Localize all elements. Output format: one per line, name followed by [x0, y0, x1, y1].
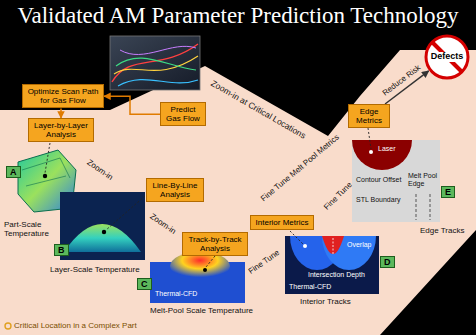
diagram-title: Validated AM Parameter Prediction Techno… [17, 3, 458, 28]
track-caption: Edge Tracks [420, 226, 464, 235]
edge-frame [352, 140, 440, 222]
interior-frame [285, 236, 379, 294]
critical-location-marker [5, 323, 11, 329]
interior-tracks-image [285, 236, 379, 294]
leader-line [368, 128, 371, 149]
layer-frame [60, 192, 145, 260]
gas-flow-frame [110, 36, 200, 90]
process-box: Edge Metrics [348, 104, 390, 128]
track-caption: Interior Tracks [300, 297, 351, 306]
track-pool [322, 236, 376, 270]
panel-letter: B [54, 244, 69, 256]
node-text: Layer-by-Layer Analysis [32, 121, 90, 139]
flow-streak [116, 58, 196, 70]
process-box: Optimize Scan Path for Gas Flow [22, 84, 104, 108]
metric-label: STL Boundary [356, 196, 401, 204]
flow-streak [120, 46, 196, 54]
leader-line [206, 256, 215, 267]
layer-dome [64, 224, 141, 252]
no-entry-circle [426, 36, 468, 78]
depth-marker [333, 238, 334, 254]
critical-dot [303, 244, 307, 248]
model-label: Thermal-CFD [155, 290, 197, 298]
critical-dot [203, 268, 207, 272]
panel-letter: D [380, 256, 395, 268]
node-text: Track-by-Track Analysis [186, 235, 244, 253]
critical-dot [43, 174, 47, 178]
node-text: Optimize Scan Path for Gas Flow [26, 87, 100, 105]
flow-arrow [60, 108, 62, 118]
process-box: Interior Metrics [250, 215, 314, 230]
critical-dot [369, 150, 373, 154]
metric-label: Melt Pool Edge [408, 172, 440, 188]
process-box: Layer-by-Layer Analysis [28, 118, 94, 142]
node-text: Line-By-Line Analysis [150, 181, 200, 199]
edge-tracks-image [352, 140, 440, 222]
panel-letter: A [6, 166, 21, 178]
edge-pool [352, 140, 412, 170]
metric-label: Intersection Depth [308, 271, 365, 279]
panel-letter: C [137, 278, 152, 290]
process-box: Predict Gas Flow [160, 102, 206, 126]
part-edge [22, 158, 70, 186]
boundary-line [430, 194, 431, 220]
leader-lines [45, 128, 371, 267]
process-band [0, 50, 476, 335]
gas-flow-image [110, 36, 200, 90]
boundary-line [416, 194, 417, 220]
leader-line [106, 196, 145, 230]
leader-line [290, 231, 303, 244]
scale-caption: Melt-Pool Scale Temperature [150, 306, 253, 315]
layer-scale-image [60, 192, 145, 260]
node-text: Edge Metrics [352, 107, 386, 125]
model-label: Thermal-CFD [289, 283, 331, 291]
node-text: Interior Metrics [254, 218, 310, 227]
scale-caption: Layer-Scale Temperature [50, 265, 140, 274]
flow-streak [112, 44, 198, 82]
leader-line [45, 143, 50, 173]
flow-streak [118, 80, 198, 86]
metric-label: Laser [378, 145, 396, 153]
melt-pool-image [150, 252, 245, 303]
metric-label: Contour Offset [356, 176, 401, 184]
metric-label: Overlap [347, 241, 372, 249]
legend-note: Critical Location in a Complex Part [14, 321, 137, 330]
scale-caption: Part-Scale Temperature [4, 220, 58, 238]
process-box: Line-By-Line Analysis [146, 178, 204, 202]
panel-letter: E [441, 186, 455, 198]
process-box: Track-by-Track Analysis [182, 232, 248, 256]
flow-streak [114, 56, 198, 74]
flow-arrow [104, 96, 160, 114]
critical-dot [102, 230, 106, 234]
no-entry-symbol: Defects [424, 34, 470, 80]
node-text: Predict Gas Flow [164, 105, 202, 123]
overlap-region [322, 236, 344, 254]
node-text: Defects [430, 52, 465, 62]
